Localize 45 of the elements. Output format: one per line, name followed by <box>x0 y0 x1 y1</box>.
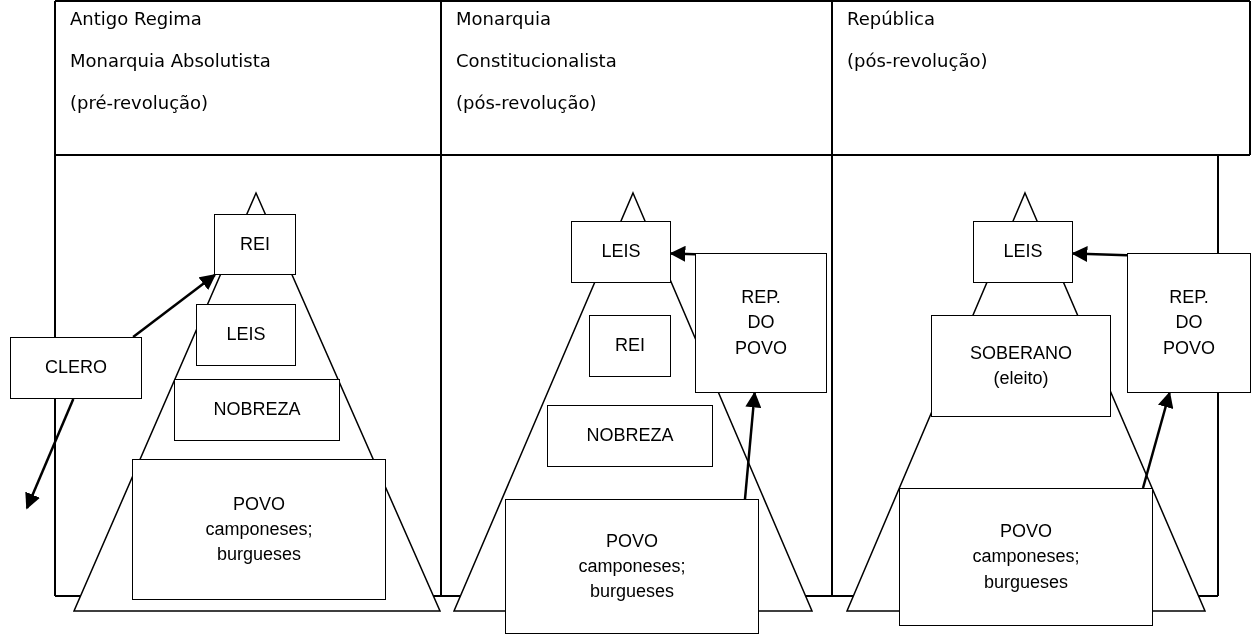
text-box <box>214 214 296 275</box>
box-label: LEIS <box>601 240 641 264</box>
box-label: camponeses; burgueses <box>577 554 687 604</box>
box-label: LEIS <box>226 323 266 347</box>
box-label: POVO <box>1000 520 1052 544</box>
box-label: REP. DO POVO <box>1162 286 1216 360</box>
column-heading: Monarquia <box>456 8 551 29</box>
text-box <box>132 459 386 600</box>
text-box <box>174 379 340 441</box>
box-label: REI <box>615 334 645 358</box>
arrow <box>1071 245 1128 262</box>
column-heading: (pré-revolução) <box>70 92 209 113</box>
text-box <box>695 253 827 393</box>
box-label: POVO <box>606 529 658 553</box>
text-box <box>196 304 296 366</box>
box-label: camponeses; burgueses <box>204 517 314 567</box>
column-heading: República <box>847 8 935 29</box>
arrow <box>1141 391 1174 489</box>
box-label: POVO <box>233 492 285 516</box>
column-heading: (pós-revolução) <box>456 92 597 113</box>
box-label: LEIS <box>1003 240 1043 264</box>
text-box <box>931 315 1111 417</box>
column-heading: Antigo Regima <box>70 8 202 29</box>
box-label: NOBREZA <box>213 398 301 422</box>
text-box <box>973 221 1073 283</box>
arrow <box>669 245 696 262</box>
box-label: SOBERANO (eleito) <box>969 341 1073 390</box>
text-box <box>547 405 713 467</box>
column-heading: Monarquia Absolutista <box>70 50 271 71</box>
arrow <box>25 398 75 510</box>
box-label: CLERO <box>45 356 107 380</box>
arrow <box>132 274 217 338</box>
box-label: REI <box>240 232 270 256</box>
text-box <box>10 337 142 399</box>
text-box <box>589 315 671 377</box>
text-box <box>571 221 671 283</box>
column-heading: Constitucionalista <box>456 50 617 71</box>
box-label: camponeses; burgueses <box>971 545 1081 594</box>
text-box <box>899 488 1153 626</box>
text-box <box>505 499 759 634</box>
column-heading: (pós-revolução) <box>847 50 988 71</box>
box-label: NOBREZA <box>586 424 674 448</box>
box-label: REP. DO POVO <box>734 286 788 360</box>
arrow <box>743 391 762 500</box>
text-box <box>1127 253 1251 393</box>
